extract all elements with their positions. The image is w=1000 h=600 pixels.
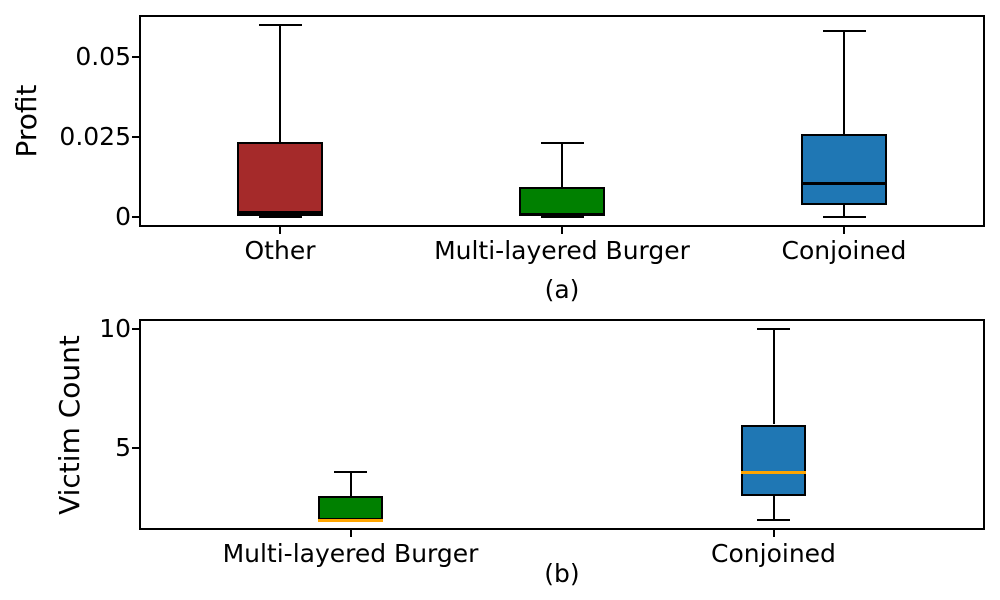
y-tick-mark [132, 447, 139, 450]
median-line-conjoined [741, 470, 806, 474]
upper-whisker-cap [540, 142, 584, 145]
y-tick-mark [132, 327, 139, 330]
upper-whisker-line [279, 24, 281, 142]
y-tick-mark [132, 216, 139, 219]
box-multi-layered-burger [318, 496, 383, 521]
y-tick-label: 0 [115, 202, 131, 232]
lower-whisker-cap [822, 216, 866, 219]
y-tick-label: 0.05 [75, 41, 131, 71]
x-tick-mark [772, 530, 775, 537]
upper-whisker-cap [258, 23, 302, 26]
subplot-caption-a: (a) [544, 275, 580, 304]
upper-whisker-line [772, 328, 775, 425]
median-line-other [237, 211, 323, 215]
x-tick-label: Other [244, 236, 316, 265]
lower-whisker-cap [757, 519, 790, 522]
x-tick-label: Multi-layered Burger [434, 236, 690, 265]
median-line-multi-layered-burger [318, 518, 383, 522]
y-tick-mark [132, 136, 139, 139]
plot-area-b [139, 319, 985, 530]
lower-whisker-cap [540, 216, 584, 219]
upper-whisker-line [843, 31, 845, 134]
x-tick-label: Multi-layered Burger [222, 539, 479, 568]
box-multi-layered-burger [519, 186, 605, 216]
y-tick-label: 5 [115, 433, 131, 463]
box-conjoined [741, 424, 806, 497]
lower-whisker-line [843, 204, 845, 218]
upper-whisker-cap [757, 327, 790, 330]
y-tick-label: 0.025 [59, 122, 131, 152]
x-tick-mark [279, 227, 281, 234]
y-axis-label-victim-count: Victim Count [53, 335, 86, 515]
x-tick-mark [843, 227, 845, 234]
x-tick-mark [349, 530, 352, 537]
y-tick-mark [132, 55, 139, 58]
lower-whisker-cap [258, 216, 302, 219]
median-line-conjoined [801, 182, 887, 186]
subplot-caption-b: (b) [544, 559, 580, 588]
lower-whisker-line [772, 496, 775, 521]
x-tick-label: Conjoined [711, 539, 836, 568]
upper-whisker-cap [822, 30, 866, 33]
x-tick-mark [561, 227, 563, 234]
box-other [237, 141, 323, 216]
upper-whisker-line [561, 143, 563, 187]
upper-whisker-line [349, 472, 352, 497]
y-tick-label: 10 [99, 313, 131, 343]
x-tick-label: Conjoined [781, 236, 907, 265]
box-conjoined [801, 133, 887, 205]
upper-whisker-cap [334, 471, 367, 474]
median-line-multi-layered-burger [519, 212, 605, 216]
